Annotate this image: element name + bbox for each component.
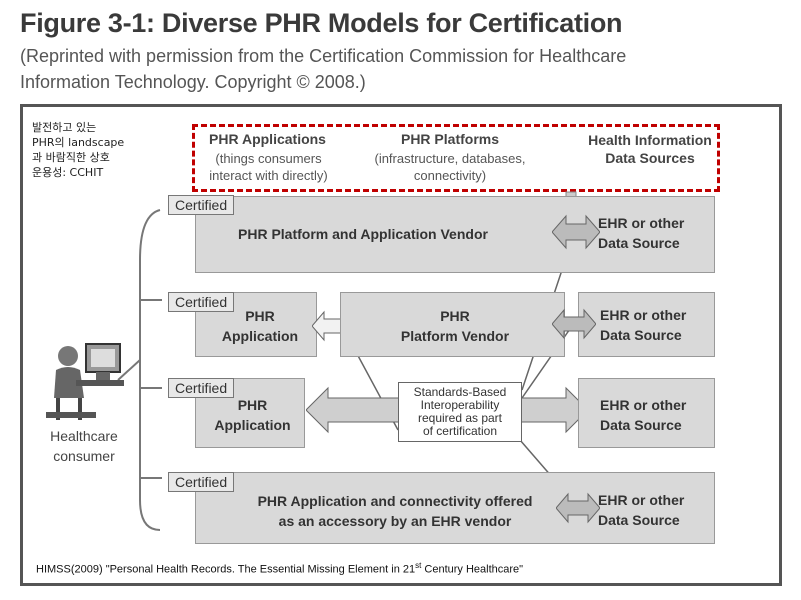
header-platforms-sub2: connectivity) (413, 168, 487, 183)
double-arrow-icon (552, 214, 600, 250)
row1-band (195, 196, 715, 273)
row2-platform-label: PHR Platform Vendor (370, 306, 540, 346)
highlight-dashed-box (192, 124, 720, 192)
certified-tag-row2: Certified (168, 292, 235, 312)
certified-tag-row4: Certified (168, 472, 235, 492)
row1-main-label: PHR Platform and Application Vendor (238, 226, 488, 242)
standards-interoperability-box: Standards-Based Interoperability require… (398, 382, 522, 442)
row4-main-line2: as an accessory by an EHR vendor (278, 513, 512, 529)
row4-band (195, 472, 715, 544)
row2-platform-line2: Platform Vendor (400, 328, 510, 344)
header-sources: Health Information Data Sources (580, 131, 720, 167)
row2-app-line2: Application (221, 328, 299, 344)
row2-source-line2: Data Source (600, 327, 682, 343)
row2-source: EHR or other Data Source (600, 305, 686, 345)
certified-tag-row1: Certified (168, 195, 235, 215)
figure-subtitle-line1: (Reprinted with permission from the Cert… (20, 46, 627, 66)
citation-footer: HIMSS(2009) "Personal Health Records. Th… (36, 561, 523, 576)
double-arrow-icon (556, 492, 600, 524)
consumer-bracket (139, 209, 161, 531)
row4-source: EHR or other Data Source (598, 490, 684, 530)
figure-title: Figure 3-1: Diverse PHR Models for Certi… (20, 8, 623, 38)
row1-source: EHR or other Data Source (598, 213, 684, 253)
citation-sup: st (415, 561, 422, 570)
consumer-label: Healthcare consumer (40, 426, 128, 466)
consumer-line2: consumer (53, 448, 115, 464)
row1-source-line2: Data Source (598, 235, 680, 251)
header-applications-sub1: (things consumers (215, 151, 322, 166)
row3-source-band (578, 378, 715, 448)
row3-app-line1: PHR (237, 397, 268, 413)
bracket-link (117, 359, 141, 381)
double-arrow-icon (552, 308, 596, 340)
row3-app-line2: Application (214, 417, 291, 433)
annotation-line: 운용성: CCHIT (32, 166, 104, 179)
standards-line4: of certification (422, 424, 498, 438)
standards-line2: Interoperability (420, 398, 500, 412)
row3-source-line1: EHR or other (600, 397, 687, 413)
header-applications-sub: (things consumers interact with directly… (196, 150, 341, 184)
header-sources-title2: Data Sources (605, 150, 695, 166)
annotation-line: PHR의 landscape (32, 136, 125, 149)
citation-end: Century Healthcare" (421, 563, 524, 576)
row4-main-line1: PHR Application and connectivity offered (257, 493, 533, 509)
header-platforms-sub: (infrastructure, databases, connectivity… (360, 150, 540, 184)
row3-source: EHR or other Data Source (600, 395, 686, 435)
row4-source-line2: Data Source (598, 512, 680, 528)
row4-main-label: PHR Application and connectivity offered… (220, 491, 570, 531)
annotation-line: 발전하고 있는 (32, 121, 97, 134)
diagram-frame (20, 104, 782, 586)
row2-source-band (578, 292, 715, 357)
header-applications-title: PHR Applications (209, 131, 326, 147)
row2-source-line1: EHR or other (600, 307, 687, 323)
header-platforms-sub1: (infrastructure, databases, (374, 151, 526, 166)
row2-app-label: PHR Application (210, 306, 310, 346)
row4-source-line1: EHR or other (598, 492, 685, 508)
header-platforms-title: PHR Platforms (400, 131, 500, 147)
consumer-line1: Healthcare (50, 428, 118, 444)
figure-subtitle-line2: Information Technology. Copyright © 2008… (20, 72, 366, 92)
standards-line1: Standards-Based (413, 385, 507, 399)
header-applications-sub2: interact with directly) (209, 168, 328, 183)
annotation-line: 과 바람직한 상호 (32, 151, 110, 164)
row2-platform-line1: PHR (440, 308, 470, 324)
row3-app-label: PHR Application (205, 395, 300, 435)
standards-line3: required as part (417, 411, 503, 425)
row1-source-line1: EHR or other (598, 215, 685, 231)
certified-tag-row3: Certified (168, 378, 235, 398)
row2-platform-band (340, 292, 565, 357)
header-sources-title1: Health Information (588, 132, 712, 148)
healthcare-consumer-icon (46, 343, 124, 420)
citation-text: HIMSS(2009) "Personal Health Records. Th… (36, 563, 416, 576)
row3-source-line2: Data Source (600, 417, 682, 433)
korean-annotation: 발전하고 있는 PHR의 landscape 과 바람직한 상호 운용성: CC… (32, 120, 124, 180)
row2-app-line1: PHR (245, 308, 275, 324)
